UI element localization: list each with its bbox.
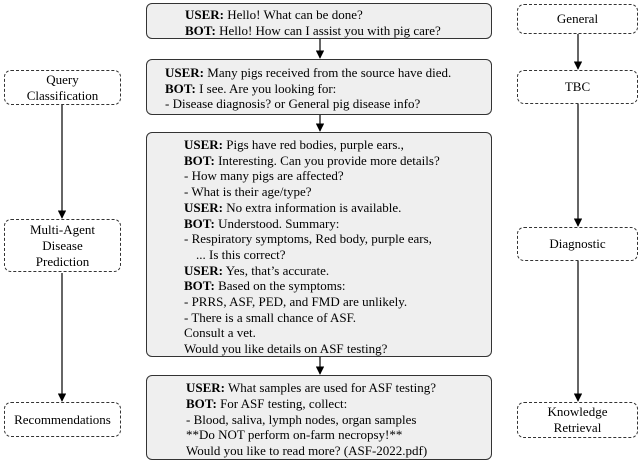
message-text: - There is a small chance of ASF.	[184, 309, 357, 325]
speaker-label: BOT:	[186, 395, 217, 411]
dialogue-line: BOT: Interesting. Can you provide more d…	[184, 153, 491, 169]
dialogue-line: Consult a vet.	[184, 325, 491, 341]
message-text: - What is their age/type?	[184, 184, 312, 200]
message-text: For ASF testing, collect:	[216, 395, 348, 411]
dialogue-line: USER: What samples are used for ASF test…	[186, 380, 491, 396]
dialogue-line: BOT: Hello! How can I assist you with pi…	[185, 23, 491, 39]
message-text: - Disease diagnosis? or General pig dise…	[165, 96, 421, 112]
speaker-label: BOT:	[185, 22, 216, 38]
dialogue-line: BOT: For ASF testing, collect:	[186, 396, 491, 412]
speaker-label: USER:	[184, 199, 224, 215]
dialogue-line: Would you like details on ASF testing?	[184, 341, 491, 357]
multi-agent-disease-prediction-label: Prediction	[35, 253, 90, 269]
message-text: Interesting. Can you provide more detail…	[214, 152, 440, 168]
message-text: - PRRS, ASF, PED, and FMD are unlikely.	[184, 294, 408, 310]
message-text: **Do NOT perform on-farm necropsy!**	[186, 427, 403, 443]
message-text: - Blood, saliva, lymph nodes, organ samp…	[186, 411, 417, 427]
dialogue-line: ... Is this correct?	[184, 247, 491, 263]
message-text: Hello! What can be done?	[224, 7, 363, 22]
speaker-label: USER:	[186, 380, 226, 395]
recommendations-label: Recommendations	[14, 411, 111, 427]
multi-agent-disease-prediction-box: Multi-Agent Disease Prediction	[4, 219, 121, 272]
dialogue-line: USER: Many pigs received from the source…	[165, 65, 491, 81]
dialogue-line: USER: No extra information is available.	[184, 200, 491, 216]
dialogue-line: - Respiratory symptoms, Red body, purple…	[184, 231, 491, 247]
dialogue-line: USER: Hello! What can be done?	[185, 7, 491, 23]
multi-agent-disease-prediction-label: Disease	[42, 237, 83, 253]
message-text: Many pigs received from the source have …	[204, 65, 452, 80]
speaker-label: BOT:	[184, 152, 215, 168]
message-text: Consult a vet.	[184, 325, 256, 341]
recommendations-box: Recommendations	[4, 402, 121, 437]
dialogue-line: BOT: Based on the symptoms:	[184, 278, 491, 294]
dialogue-line: BOT: Understood. Summary:	[184, 216, 491, 232]
message-text: - How many pigs are affected?	[184, 168, 344, 184]
dialogue-line: **Do NOT perform on-farm necropsy!**	[186, 427, 491, 443]
classification-dialogue-box: USER: Many pigs received from the source…	[146, 59, 492, 115]
tbc-box: TBC	[517, 70, 638, 104]
speaker-label: USER:	[184, 262, 224, 278]
dialogue-line: - Blood, saliva, lymph nodes, organ samp…	[186, 412, 491, 428]
dialogue-line: - How many pigs are affected?	[184, 168, 491, 184]
speaker-label: BOT:	[184, 215, 215, 231]
message-text: Hello! How can I assist you with pig car…	[215, 22, 441, 38]
dialogue-line: Would you like to read more? (ASF-2022.p…	[186, 443, 491, 459]
dialogue-line: - What is their age/type?	[184, 184, 491, 200]
message-text: What samples are used for ASF testing?	[225, 380, 436, 395]
tbc-label: TBC	[564, 79, 591, 94]
speaker-label: BOT:	[165, 80, 196, 96]
diagnostic-box: Diagnostic	[517, 227, 638, 261]
knowledge-retrieval-label: Retrieval	[553, 420, 602, 435]
knowledge-retrieval-box: Knowledge Retrieval	[517, 402, 638, 438]
greeting-dialogue-box: USER: Hello! What can be done? BOT: Hell…	[146, 3, 492, 39]
message-text: ... Is this correct?	[196, 246, 286, 262]
query-classification-label: Classification	[26, 87, 99, 103]
query-classification-box: Query Classification	[4, 70, 121, 105]
speaker-label: USER:	[165, 65, 205, 80]
speaker-label: BOT:	[184, 278, 215, 294]
general-label: General	[556, 11, 599, 26]
dialogue-line: - There is a small chance of ASF.	[184, 310, 491, 326]
dialogue-line: USER: Yes, that’s accurate.	[184, 263, 491, 279]
message-text: Based on the symptoms:	[214, 278, 346, 294]
dialogue-line: BOT: I see. Are you looking for:	[165, 81, 491, 97]
speaker-label: USER:	[185, 7, 225, 22]
dialogue-line: - Disease diagnosis? or General pig dise…	[165, 96, 491, 112]
retrieval-dialogue-box: USER: What samples are used for ASF test…	[146, 375, 492, 460]
dialogue-line: USER: Pigs have red bodies, purple ears.…	[184, 137, 491, 153]
message-text: Understood. Summary:	[214, 215, 340, 231]
speaker-label: USER:	[184, 137, 224, 152]
message-text: Would you like to read more? (ASF-2022.p…	[186, 443, 428, 459]
diagnosis-dialogue-box: USER: Pigs have red bodies, purple ears.…	[146, 132, 492, 357]
message-text: Would you like details on ASF testing?	[184, 341, 388, 357]
multi-agent-disease-prediction-label: Multi-Agent	[30, 221, 95, 237]
query-classification-label: Query	[46, 71, 79, 87]
message-text: I see. Are you looking for:	[195, 80, 337, 96]
knowledge-retrieval-label: Knowledge	[547, 404, 608, 419]
message-text: No extra information is available.	[223, 199, 402, 215]
diagnostic-label: Diagnostic	[549, 236, 606, 251]
message-text: Yes, that’s accurate.	[223, 262, 330, 278]
dialogue-line: - PRRS, ASF, PED, and FMD are unlikely.	[184, 294, 491, 310]
message-text: - Respiratory symptoms, Red body, purple…	[184, 231, 432, 247]
message-text: Pigs have red bodies, purple ears.,	[223, 137, 404, 152]
general-box: General	[517, 4, 638, 34]
